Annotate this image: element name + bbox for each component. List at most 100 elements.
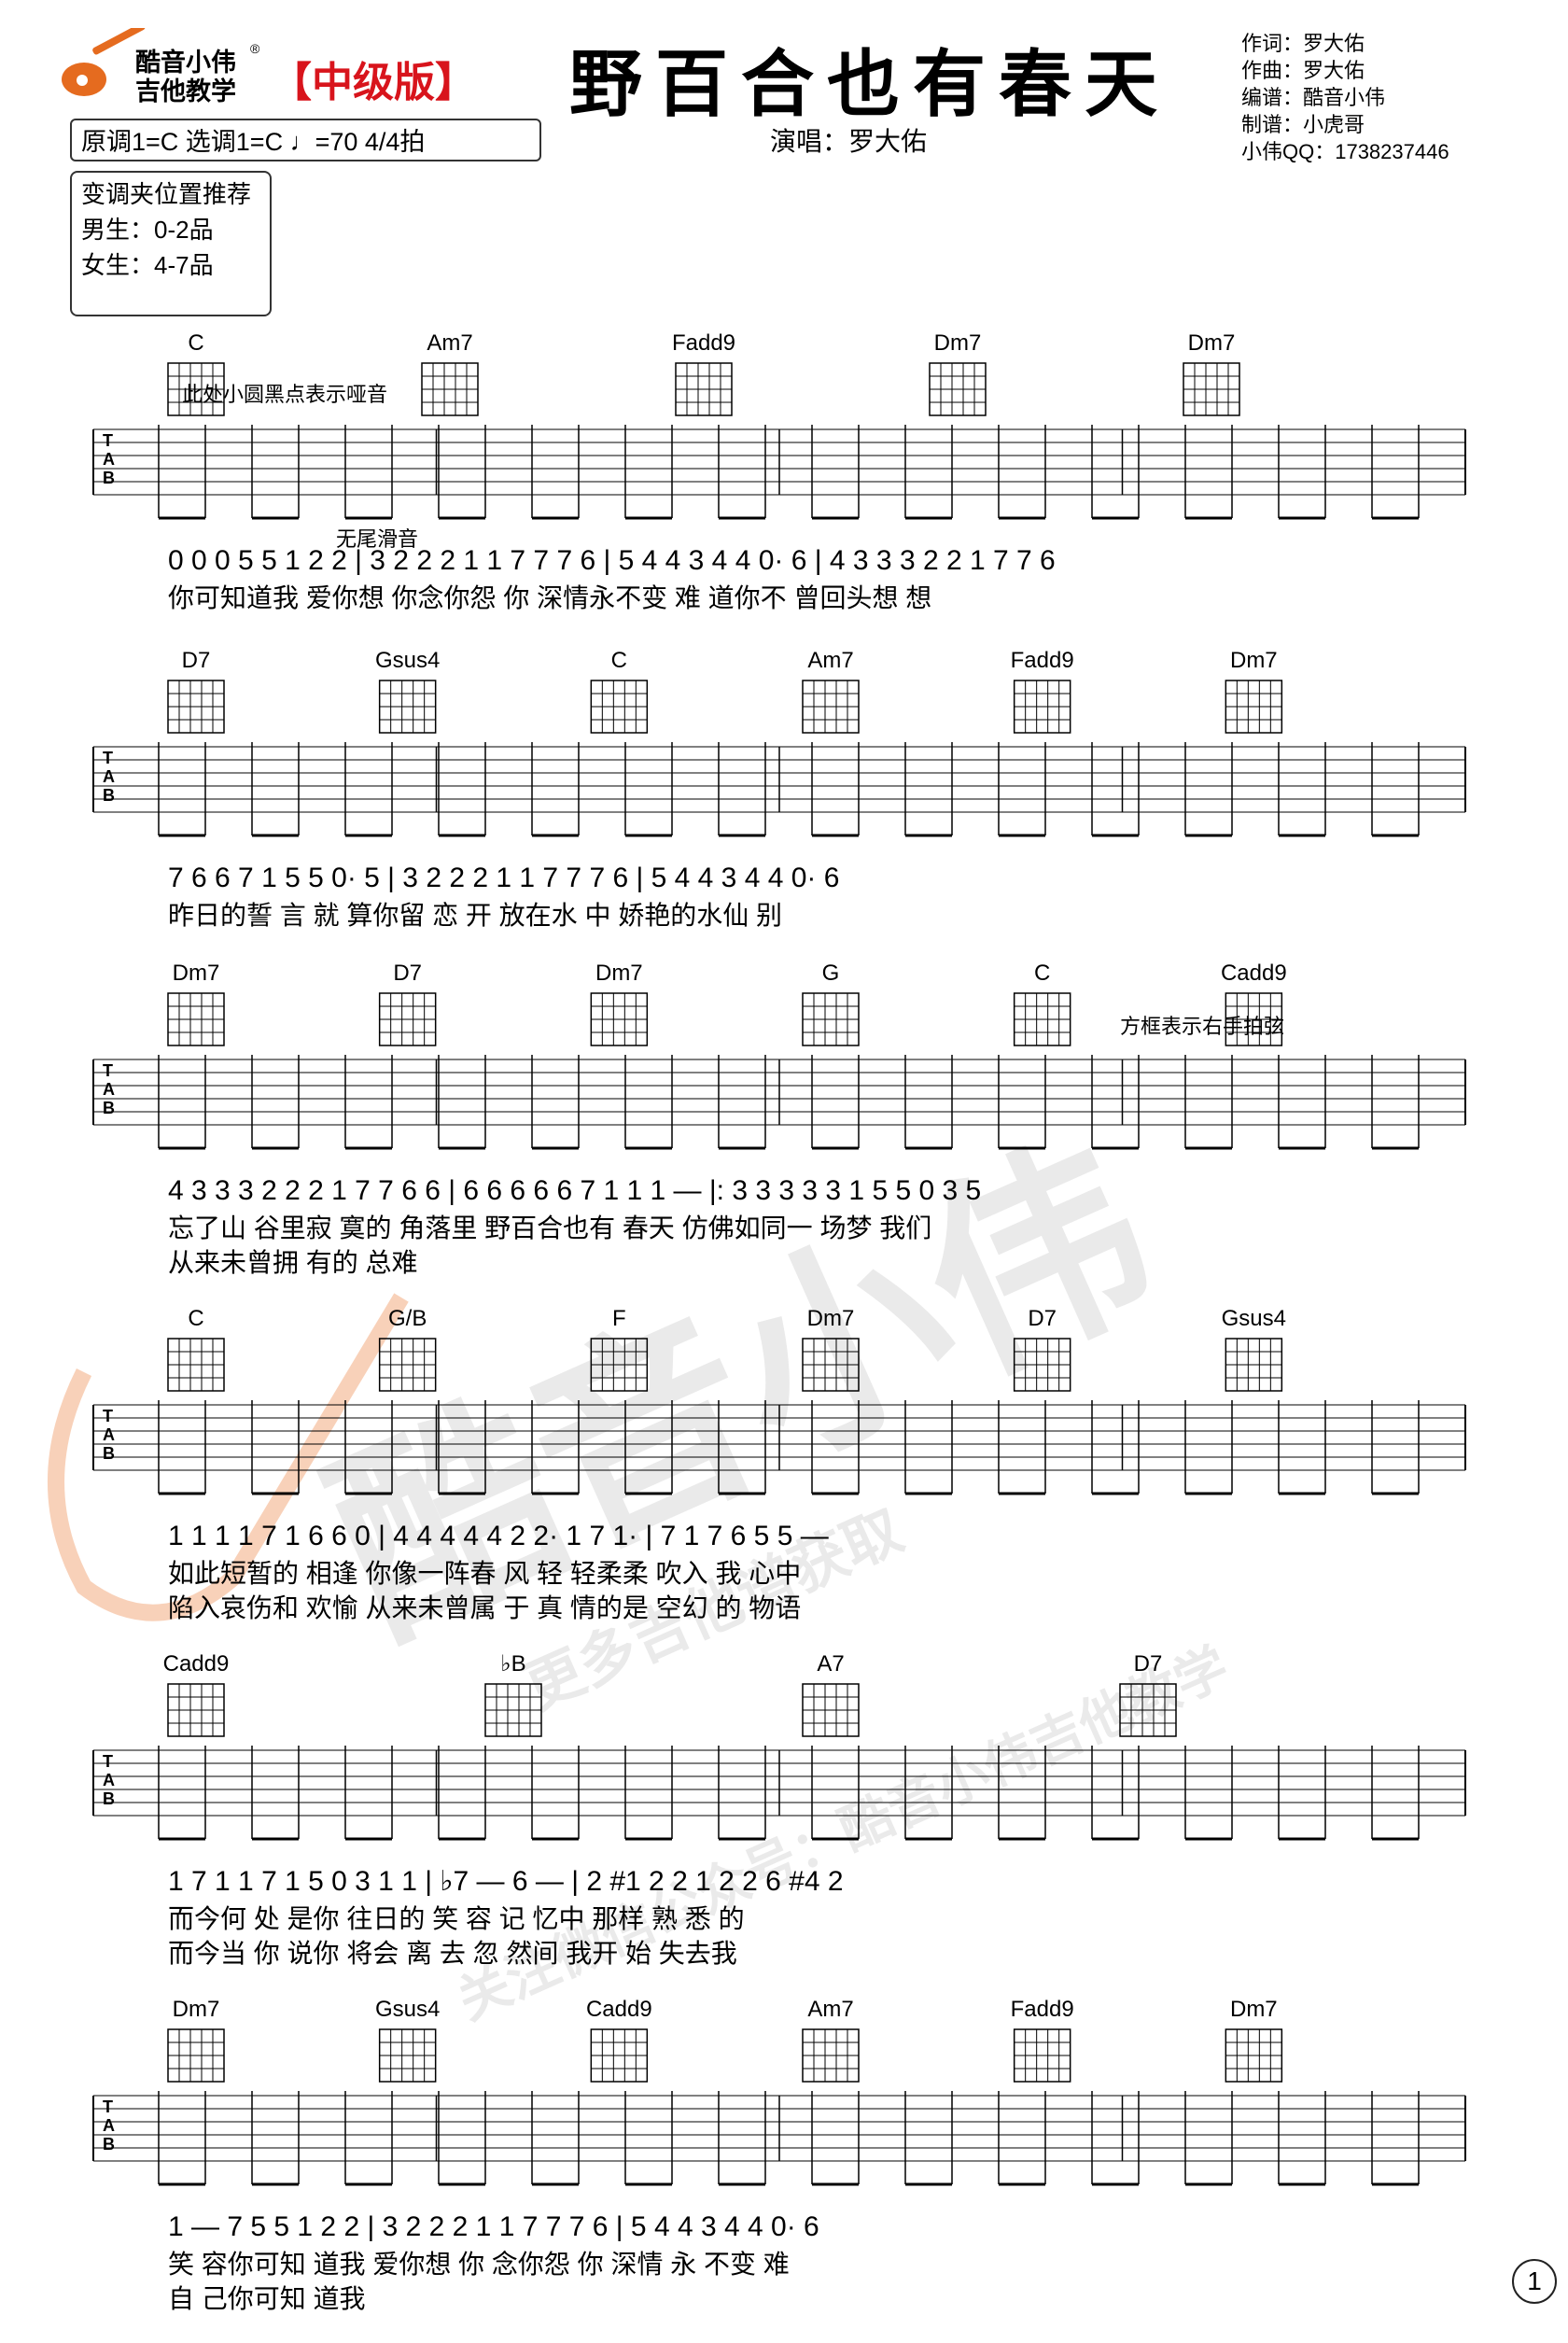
registered-mark: ® (250, 41, 260, 56)
chord-diagram: Fadd9 (1011, 648, 1074, 734)
numbered-notation: 1 1 1 1 7 1 6 6 0 | 4 4 4 4 4 2 2· 1 7 1… (168, 1521, 829, 1551)
tab-clef: TAB (103, 749, 115, 805)
chord-diagram: Gsus4 (375, 648, 440, 734)
chord-name: A7 (817, 1651, 844, 1677)
chord-name: Cadd9 (586, 1997, 652, 2022)
chord-diagram: Gsus4 (375, 1997, 440, 2083)
credits: 作词：罗大佑 作曲：罗大佑 编谱：酷音小伟 制谱：小虎哥 小伟QQ：173823… (1241, 30, 1449, 165)
chord-diagram: A7 (802, 1651, 860, 1737)
tab-clef-letter: B (103, 1789, 115, 1808)
chord-diagram: D7 (378, 961, 437, 1046)
lyrics-line-1: 你可知道我 爱你想 你念你怨 你 深情永不变 难 道你不 曾回头想 想 (168, 583, 931, 612)
numbered-notation: 0 0 0 5 5 1 2 2 | 3 2 2 2 1 1 7 7 7 6 | … (168, 545, 1056, 576)
chord-name: Gsus4 (375, 648, 440, 673)
lyrics-line-1: 而今何 处 是你 往日的 笑 容 记 忆中 那样 熟 悉 的 (168, 1904, 745, 1933)
credit-composer: 作曲：罗大佑 (1241, 59, 1365, 82)
chord-diagram: G/B (378, 1306, 437, 1392)
chord-diagram: C (167, 1306, 225, 1392)
chord-name: G/B (388, 1306, 427, 1331)
tab-clef-letter: B (103, 786, 115, 805)
tab-clef: TAB (103, 1752, 115, 1808)
chord-name: Dm7 (1230, 1997, 1278, 2022)
brand-line-2: 吉他教学 (135, 77, 236, 105)
chord-diagram: Fadd9 (672, 330, 735, 416)
chord-diagram: Cadd9 (1221, 961, 1287, 1046)
chord-name: ♭B (500, 1651, 525, 1677)
chord-name: Am7 (807, 648, 853, 673)
chord-name: Dm7 (1188, 330, 1236, 356)
chord-name: Fadd9 (672, 330, 735, 356)
chord-diagram: Am7 (802, 648, 860, 734)
chord-name: D7 (1028, 1306, 1057, 1331)
chord-diagram: C (590, 648, 649, 734)
lyrics-line-2: 自 己你可知 道我 (168, 2284, 366, 2313)
lyrics-line-1: 笑 容你可知 道我 爱你想 你 念你怨 你 深情 永 不变 难 (168, 2250, 790, 2279)
chord-name: D7 (1134, 1651, 1163, 1677)
brand-name: 酷音小伟 吉他教学 (135, 49, 236, 106)
tab-clef-letter: A (103, 2116, 115, 2135)
chord-name: C (188, 1306, 203, 1331)
guitar-logo-icon (62, 28, 146, 96)
tab-clef: TAB (103, 2097, 115, 2154)
chord-name: Cadd9 (1221, 961, 1287, 986)
credit-lyricist: 作词：罗大佑 (1241, 32, 1365, 55)
chord-diagram: Dm7 (1225, 1997, 1283, 2083)
chord-name: F (612, 1306, 626, 1331)
capo-title: 变调夹位置推荐 (81, 180, 252, 208)
credit-transcriber: 制谱：小虎哥 (1241, 113, 1365, 136)
chord-diagram: Gsus4 (1222, 1306, 1286, 1392)
lyrics-line-2: 从来未曾拥 有的 总难 (168, 1248, 418, 1277)
tab-clef-letter: A (103, 1425, 115, 1444)
chord-name: C (188, 330, 203, 356)
lyrics-line-1: 昨日的誓 言 就 算你留 恋 开 放在水 中 娇艳的水仙 别 (168, 901, 782, 930)
chord-diagram: Cadd9 (586, 1997, 652, 2083)
brand-line-1: 酷音小伟 (135, 49, 236, 77)
tab-clef-letter: B (103, 469, 115, 487)
tab-clef: TAB (103, 431, 115, 487)
numbered-notation: 7 6 6 7 1 5 5 0· 5 | 3 2 2 2 1 1 7 7 7 6… (168, 863, 839, 893)
tab-clef: TAB (103, 1407, 115, 1463)
numbered-notation: 4 3 3 3 2 2 2 1 7 7 6 6 | 6 6 6 6 6 7 1 … (168, 1175, 981, 1206)
chord-name: Dm7 (173, 1997, 220, 2022)
tab-clef-letter: T (103, 431, 113, 450)
lyrics-line-1: 忘了山 谷里寂 寞的 角落里 野百合也有 春天 仿佛如同一 场梦 我们 (168, 1214, 931, 1242)
chord-diagram: Dm7 (1225, 648, 1283, 734)
capo-recommendation: 变调夹位置推荐 男生：0-2品 女生：4-7品 (70, 171, 272, 316)
edition-label: 【中级版】 (271, 59, 476, 106)
chord-diagram: Dm7 (167, 1997, 225, 2083)
chord-diagram: Dm7 (590, 961, 649, 1046)
tab-clef-letter: B (103, 1444, 115, 1463)
chord-name: Fadd9 (1011, 1997, 1074, 2022)
chord-name: Fadd9 (1011, 648, 1074, 673)
chord-name: Am7 (807, 1997, 853, 2022)
chord-diagram: Dm7 (929, 330, 987, 416)
tab-clef-letter: A (103, 1771, 115, 1789)
chord-diagram: Dm7 (1183, 330, 1240, 416)
capo-female: 女生：4-7品 (81, 251, 214, 279)
tab-clef-letter: B (103, 1099, 115, 1117)
chord-diagram: ♭B (484, 1651, 542, 1737)
credit-qq: 小伟QQ：1738237446 (1241, 140, 1449, 163)
chord-diagram: Fadd9 (1011, 1997, 1074, 2083)
chord-name: Cadd9 (163, 1651, 230, 1677)
lyrics-line-2: 而今当 你 说你 将会 离 去 忽 然间 我开 始 失去我 (168, 1939, 737, 1968)
tab-clef-letter: A (103, 1080, 115, 1099)
chord-name: Gsus4 (1222, 1306, 1286, 1331)
slide-note: 无尾滑音 (336, 527, 419, 551)
chord-diagram: C (167, 330, 225, 416)
chord-diagram: Am7 (421, 330, 479, 416)
chord-name: D7 (393, 961, 422, 986)
chord-name: C (611, 648, 627, 673)
slap-note: 方框表示右手拍弦 (1120, 1015, 1285, 1038)
chord-name: Am7 (427, 330, 472, 356)
chord-diagram: Am7 (802, 1997, 860, 2083)
tab-clef-letter: T (103, 1407, 113, 1425)
chord-name: Dm7 (1230, 648, 1278, 673)
chord-name: D7 (182, 648, 211, 673)
tab-clef-letter: T (103, 749, 113, 767)
